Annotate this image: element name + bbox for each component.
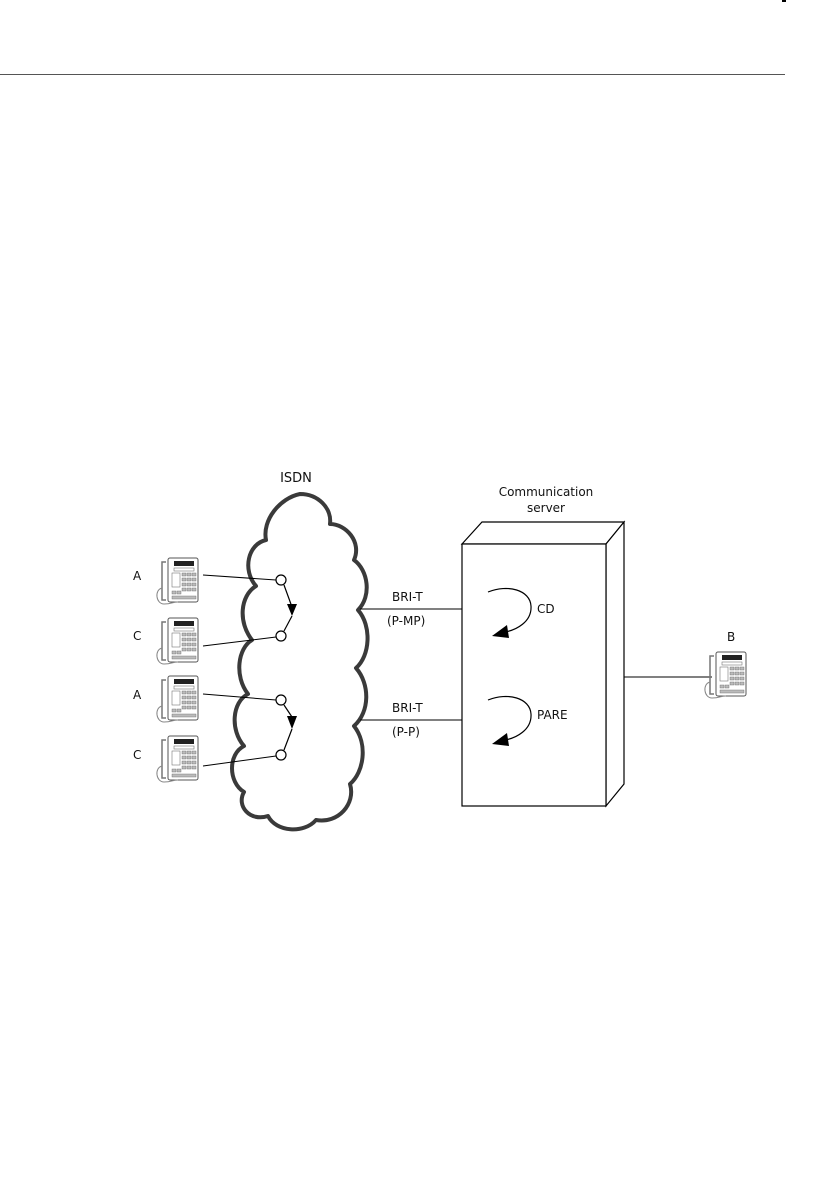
node-a-bottom [276,695,286,705]
server-label-2: server [527,501,565,515]
phone-b [705,652,746,698]
trunk-bottom-label-2: (P-P) [392,725,420,739]
trunk-top-label-1: BRI-T [392,590,423,604]
phone-label-b: B [727,630,735,644]
phone-c-bottom [157,736,198,782]
phone-label-a-top: A [133,569,142,583]
communication-server [462,522,624,806]
server-label-1: Communication [499,485,594,499]
phone-label-c-bottom: C [133,748,141,762]
phone-label-c-top: C [133,629,141,643]
trunk-bottom-label-1: BRI-T [392,701,423,715]
cd-label: CD [537,602,555,616]
isdn-cloud [232,494,368,829]
node-c-top [276,631,286,641]
node-c-bottom [276,750,286,760]
isdn-label: ISDN [280,471,312,486]
node-a-top [276,575,286,585]
phone-c-top [157,618,198,664]
phone-a-bottom [157,676,198,722]
trunk-top-label-2: (P-MP) [387,614,425,628]
phone-label-a-bottom: A [133,688,142,702]
pare-label: PARE [537,708,568,722]
phone-a-top [157,558,198,604]
